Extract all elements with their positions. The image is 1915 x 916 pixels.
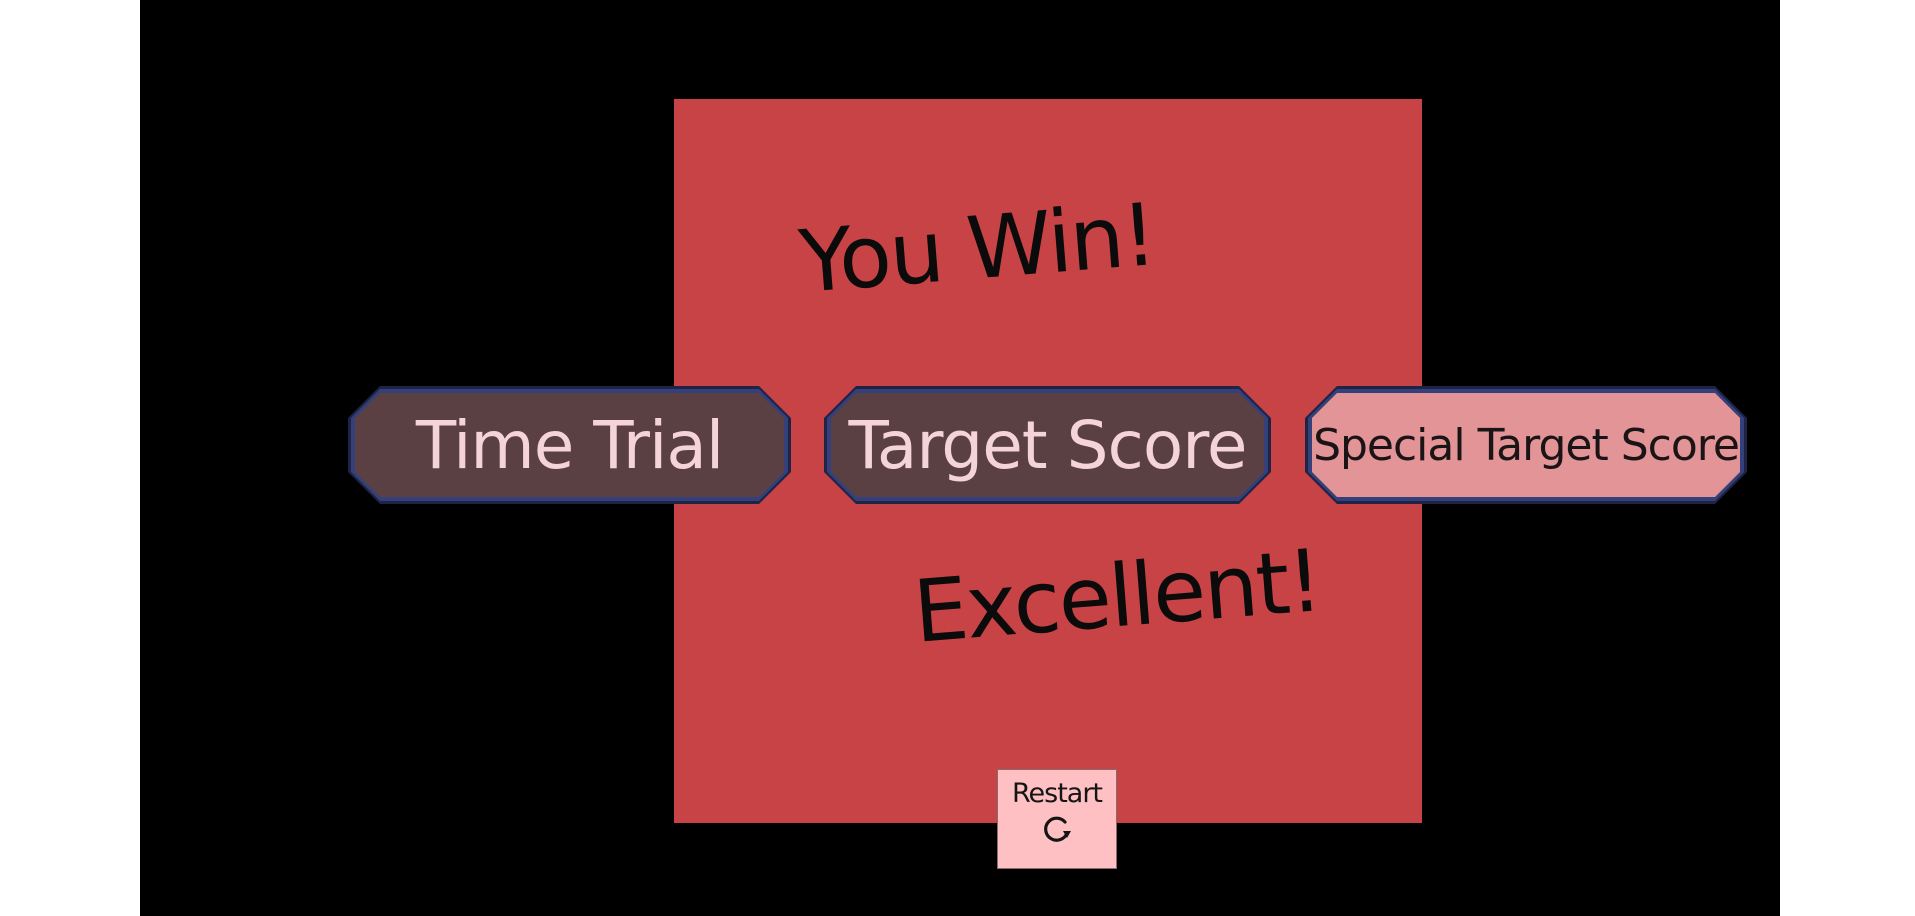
time-trial-button-border: Time Trial: [351, 389, 788, 501]
special-target-score-button-border: Special Target Score: [1308, 389, 1744, 501]
time-trial-label: Time Trial: [355, 393, 784, 497]
target-score-button[interactable]: Target Score: [824, 386, 1271, 504]
refresh-icon: [1044, 816, 1071, 842]
target-score-button-border: Target Score: [827, 389, 1268, 501]
special-target-score-label: Special Target Score: [1312, 393, 1740, 497]
special-target-score-button[interactable]: Special Target Score: [1305, 386, 1747, 504]
restart-button[interactable]: Restart: [997, 769, 1117, 869]
target-score-label: Target Score: [831, 393, 1264, 497]
game-stage: You Win! Excellent! Time Trial Target Sc…: [140, 0, 1780, 916]
restart-label: Restart: [1011, 778, 1103, 809]
win-message: You Win!: [796, 185, 1159, 313]
time-trial-button[interactable]: Time Trial: [348, 386, 791, 504]
